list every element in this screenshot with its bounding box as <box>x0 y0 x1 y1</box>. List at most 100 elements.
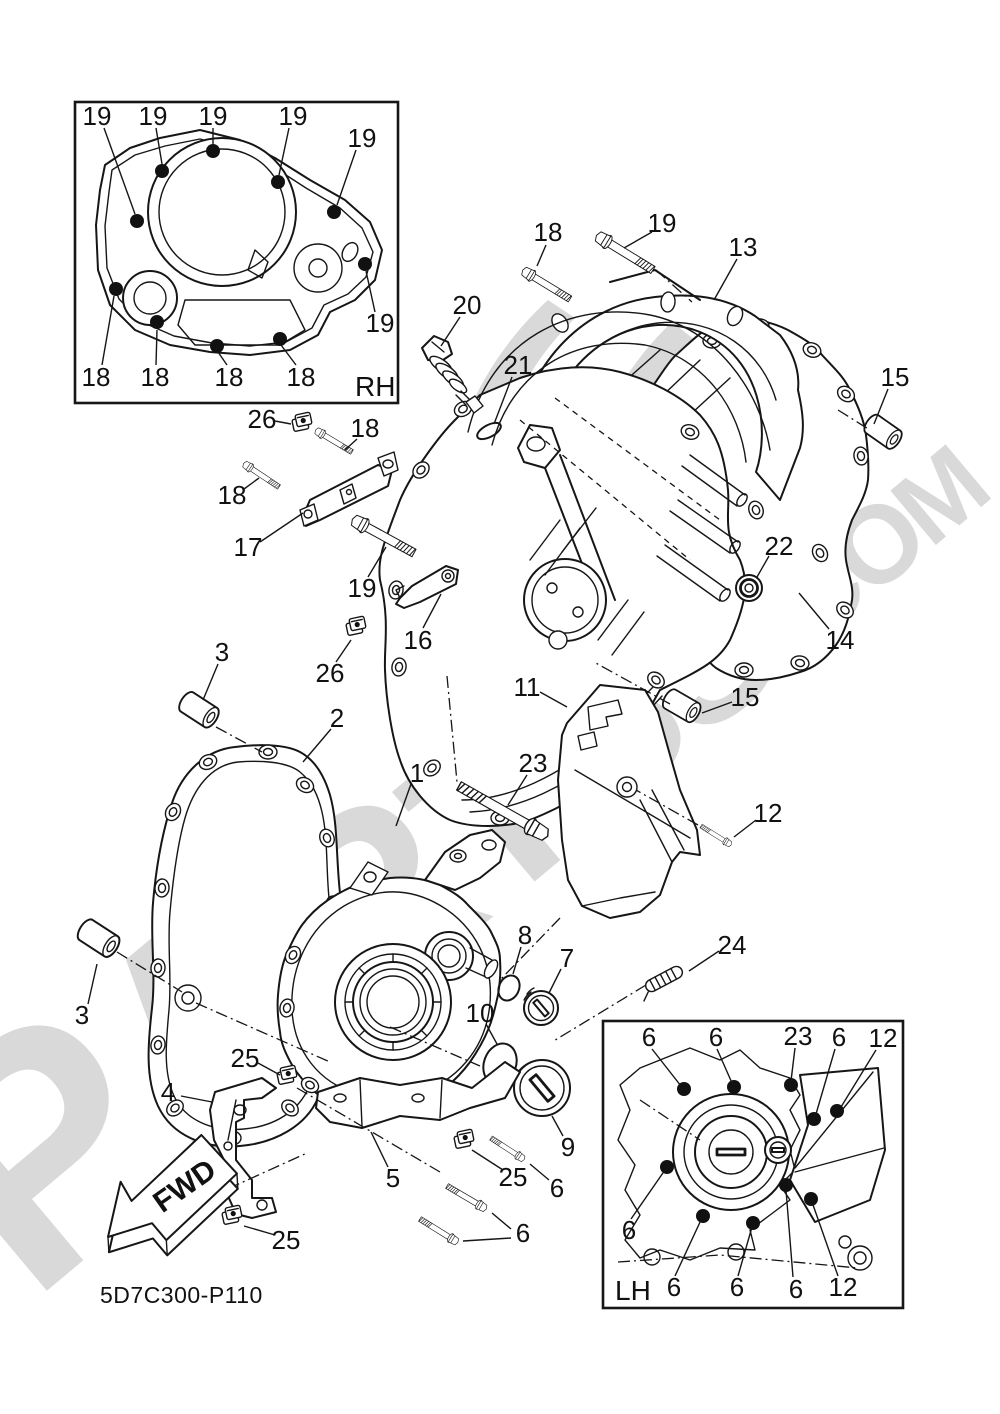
callout-leader-18 <box>243 477 260 490</box>
lh-label: LH <box>615 1275 651 1306</box>
callout-leader-19 <box>336 149 357 206</box>
callout-25: 25 <box>499 1162 528 1192</box>
callout-21: 21 <box>504 350 533 380</box>
callout-12: 12 <box>869 1023 898 1053</box>
callout-leader-6 <box>815 1048 836 1115</box>
callout-8: 8 <box>518 920 532 950</box>
rh-cover-drawing <box>95 129 383 356</box>
part-cover-1 <box>276 829 506 1113</box>
callout-leader-18 <box>280 344 297 366</box>
callout-19: 19 <box>139 101 168 131</box>
callout-leader-25 <box>257 1062 281 1076</box>
callout-11: 11 <box>514 672 541 702</box>
callout-5: 5 <box>386 1163 400 1193</box>
callout-26: 26 <box>248 404 277 434</box>
callout-6: 6 <box>550 1173 564 1203</box>
callout-leader-12 <box>840 1049 877 1108</box>
rh-inset-border <box>73 100 400 405</box>
callout-leader-26 <box>335 639 352 663</box>
lh-inset-border <box>601 1019 905 1310</box>
callout-leader-14 <box>798 592 830 630</box>
rh-inset: RH <box>73 100 400 405</box>
part-crankcase <box>378 311 771 827</box>
callout-leader-3 <box>202 663 219 701</box>
part-clamp-16 <box>395 565 459 609</box>
callout-4: 4 <box>161 1077 175 1107</box>
callout-leader-20 <box>440 316 461 347</box>
callout-15: 15 <box>881 362 910 392</box>
part-plug-9 <box>513 1059 571 1117</box>
drawing-code: 5D7C300-P110 <box>100 1282 263 1308</box>
callout-6: 6 <box>789 1274 803 1304</box>
part-oil-sensor-20 <box>421 335 484 414</box>
callout-leader-6 <box>674 1219 702 1277</box>
part-bolt-6-a <box>488 1134 527 1164</box>
part-bolt-18-top <box>519 264 574 305</box>
callout-leader-18 <box>536 244 547 267</box>
callout-leader-25 <box>243 1225 276 1236</box>
callout-leader-26 <box>274 420 292 425</box>
callout-19: 19 <box>348 573 377 603</box>
callout-1: 1 <box>410 758 424 788</box>
callout-leader-6 <box>785 1189 794 1278</box>
part-clip-26-bottom <box>344 615 368 637</box>
callout-18: 18 <box>141 362 170 392</box>
callout-18: 18 <box>82 362 111 392</box>
callout-20: 20 <box>453 290 482 320</box>
callout-leader-21 <box>493 376 513 425</box>
part-plug-7 <box>523 987 559 1026</box>
callout-18: 18 <box>351 413 380 443</box>
callout-26: 26 <box>316 658 345 688</box>
callout-13: 13 <box>729 232 758 262</box>
callout-leader-19 <box>103 127 136 215</box>
callout-12: 12 <box>754 798 783 828</box>
part-clip-25-mid <box>452 1128 476 1150</box>
callout-leader-8 <box>512 946 522 975</box>
callout-leader-5 <box>370 1131 389 1168</box>
callout-leader-4 <box>180 1095 213 1103</box>
part-bracket-17 <box>299 451 399 527</box>
part-oring-8 <box>497 974 521 1002</box>
part-bolt-6-b <box>444 1181 490 1214</box>
callout-19: 19 <box>366 308 395 338</box>
lh-bolt-dots <box>660 1078 844 1230</box>
callout-leader-15 <box>873 388 889 425</box>
callout-leader-18 <box>217 351 228 366</box>
callout-leader-9 <box>551 1115 564 1137</box>
callout-leader-17 <box>259 512 304 543</box>
callout-18: 18 <box>218 480 247 510</box>
callout-leader-6 <box>651 1048 682 1087</box>
part-oring-21 <box>476 421 502 441</box>
callout-leader-19 <box>623 231 653 249</box>
callout-12: 12 <box>829 1272 858 1302</box>
part-bolt-12 <box>698 822 734 849</box>
callout-leader-6 <box>716 1048 733 1084</box>
callout-leader-6 <box>491 1212 512 1230</box>
callout-leader-11 <box>539 691 568 708</box>
callout-leader-6 <box>529 1163 550 1181</box>
rh-label: RH <box>355 371 395 402</box>
callout-19: 19 <box>199 101 228 131</box>
callout-14: 14 <box>826 625 855 655</box>
callout-6: 6 <box>516 1218 530 1248</box>
callout-leader-16 <box>422 593 442 629</box>
callout-10: 10 <box>466 998 495 1028</box>
callout-leader-18 <box>155 329 158 366</box>
callout-25: 25 <box>231 1043 260 1073</box>
callout-leader-19 <box>367 546 387 578</box>
callout-leader-19 <box>365 270 376 313</box>
part-clip-26-top <box>290 411 314 433</box>
callout-16: 16 <box>404 625 433 655</box>
callout-23: 23 <box>519 748 548 778</box>
callout-leader-2 <box>302 728 332 763</box>
callout-leader-12 <box>811 1201 839 1277</box>
lh-inset: LH <box>601 1019 905 1310</box>
callout-6: 6 <box>832 1022 846 1052</box>
part-dowel-3-top <box>175 688 223 732</box>
callout-15: 15 <box>731 682 760 712</box>
callout-2: 2 <box>330 703 344 733</box>
callout-leader-12 <box>733 819 757 838</box>
